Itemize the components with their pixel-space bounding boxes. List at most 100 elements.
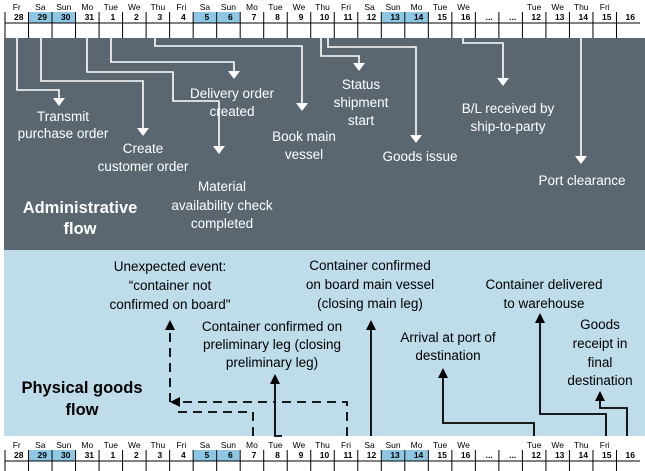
top-timeline-day-label: We [293, 2, 306, 12]
top-timeline-date-label: 12 [367, 12, 377, 22]
top-timeline-date-label: 15 [437, 12, 447, 22]
top-timeline-date-label: 29 [38, 12, 48, 22]
bottom-timeline-day-label: Mo [246, 440, 258, 450]
bottom-timeline-day-label: Fri [341, 440, 351, 450]
bottom-timeline-day-label: We [293, 440, 306, 450]
arrowhead-port-clearance [575, 156, 587, 164]
bottom-timeline-day-label: We [457, 440, 470, 450]
top-timeline-day-label: Sun [385, 2, 400, 12]
bottom-timeline-day-label: Tue [433, 440, 448, 450]
top-timeline-date-label: ... [509, 12, 516, 22]
top-timeline-date-label: 5 [205, 12, 210, 22]
bottom-timeline-date-label: 1 [110, 450, 115, 460]
top-timeline-date-label: 13 [555, 12, 565, 22]
top-timeline-date-label: 12 [531, 12, 541, 22]
connector-transmit-po [16, 38, 60, 100]
top-timeline-weekend-cell [217, 12, 240, 23]
arrowhead-bl-received [497, 78, 509, 86]
bottom-timeline-date-label: 12 [531, 450, 541, 460]
top-timeline-date-label: 6 [228, 12, 233, 22]
bottom-timeline: Fr28Sa29Sun30Mo31Tue1We2Thu3Fri4Sa5Sun6M… [4, 440, 640, 471]
bottom-timeline-day-label: Tue [268, 440, 283, 450]
bottom-timeline-day-label: Sa [35, 440, 46, 450]
top-timeline-date-label: 30 [61, 12, 71, 22]
event-label-goods-issue: Goods issue [382, 149, 457, 164]
bottom-timeline-day-label: Mo [81, 440, 93, 450]
top-timeline-day-label: Fri [176, 2, 186, 12]
top-timeline-day-label: Thu [574, 2, 589, 12]
bottom-timeline-date-label: 14 [578, 450, 588, 460]
arrowhead-arrival-port [438, 368, 448, 378]
arrowhead-material-availability [213, 146, 225, 154]
top-timeline-date-label: 7 [252, 12, 257, 22]
top-timeline-day-label: Mo [81, 2, 93, 12]
bottom-timeline-date-label: 30 [61, 450, 71, 460]
bottom-timeline-date-label: 16 [461, 450, 471, 460]
bottom-timeline-day-label: Tue [527, 440, 542, 450]
bottom-timeline-date-label: 5 [205, 450, 210, 460]
bottom-timeline-date-label: 8 [275, 450, 280, 460]
physical-connectors [165, 313, 628, 437]
top-timeline-date-label: 2 [134, 12, 139, 22]
top-timeline-date-label: ... [486, 12, 493, 22]
top-timeline-day-label: Tue [104, 2, 119, 12]
top-timeline-date-label: 11 [344, 12, 353, 22]
bottom-timeline-day-label: Thu [151, 440, 166, 450]
top-timeline-date-label: 28 [14, 12, 24, 22]
bottom-timeline-day-label: We [551, 440, 564, 450]
top-timeline-day-label: Sun [56, 2, 71, 12]
top-timeline-date-label: 8 [275, 12, 280, 22]
bottom-timeline-day-label: Sun [385, 440, 400, 450]
connector-material-availability [86, 38, 220, 148]
bottom-timeline-date-label: 15 [437, 450, 447, 460]
top-timeline-day-label: Sa [35, 2, 46, 12]
bottom-timeline-date-label: 12 [367, 450, 377, 460]
bottom-timeline-weekend-cell [193, 450, 217, 461]
bottom-timeline-day-label: Sun [56, 440, 71, 450]
bottom-timeline-date-label: 7 [252, 450, 257, 460]
top-timeline-date-label: 31 [85, 12, 95, 22]
connector-create-customer-order [40, 38, 144, 130]
top-timeline-date-label: 3 [158, 12, 163, 22]
top-timeline-day-label: Fri [600, 2, 610, 12]
arrowhead-container-preliminary [270, 374, 280, 384]
top-timeline-date-label: 15 [602, 12, 612, 22]
bottom-timeline-day-label: Tue [104, 440, 119, 450]
bottom-timeline-date-label: 9 [299, 450, 304, 460]
arrowhead-delivery-order [228, 71, 240, 79]
bottom-timeline-day-label: Fr [13, 440, 21, 450]
arrowhead-container-warehouse [535, 313, 545, 323]
top-timeline-day-label: Tue [433, 2, 448, 12]
top-timeline-date-label: 14 [578, 12, 588, 22]
bottom-timeline-date-label: 10 [320, 450, 330, 460]
top-timeline-day-label: Thu [315, 2, 330, 12]
top-timeline-day-label: Sa [200, 2, 211, 12]
connector-book-main-vessel [154, 38, 303, 105]
bottom-timeline-weekend-cell [29, 450, 52, 461]
bottom-timeline-weekend-cell [52, 450, 76, 461]
top-timeline-weekend-cell [405, 12, 428, 23]
top-timeline-day-label: Thu [151, 2, 166, 12]
bottom-timeline-day-label: Fri [600, 440, 610, 450]
bottom-timeline-day-label: Fri [176, 440, 186, 450]
bottom-timeline-date-label: 31 [85, 450, 95, 460]
bottom-timeline-day-label: Thu [574, 440, 589, 450]
arrowhead-status-shipment [353, 63, 365, 71]
top-timeline-day-label: We [128, 2, 141, 12]
top-timeline-date-label: 14 [414, 12, 424, 22]
arrowhead-unexpected-return [170, 397, 180, 407]
top-timeline-day-label: We [551, 2, 564, 12]
connector-unexpected-event-dashed-lower [175, 411, 254, 436]
bottom-timeline-weekend-cell [405, 450, 428, 461]
bottom-timeline-date-label: 29 [38, 450, 48, 460]
physical-flow-panel [4, 250, 645, 436]
